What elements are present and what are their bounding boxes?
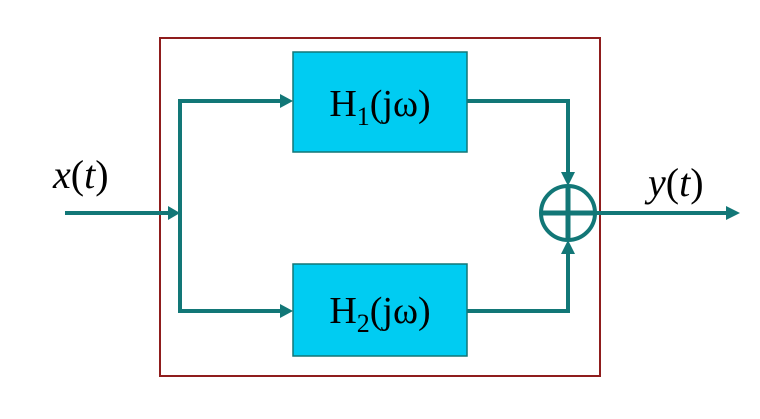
- input-arg: t: [84, 152, 96, 197]
- output-var: y: [644, 160, 666, 205]
- block-h2-arg: (jω): [370, 290, 431, 332]
- block-h1-name: H: [329, 83, 356, 125]
- block-h1: H1(jω): [292, 51, 468, 153]
- arrowhead-h1-in: [280, 94, 293, 108]
- arrowhead-summer-bottom: [561, 240, 575, 254]
- block-h1-arg: (jω): [370, 83, 431, 125]
- input-open-paren: (: [71, 152, 84, 197]
- h2-output-wire: [467, 252, 570, 313]
- block-h2-name: H: [329, 290, 356, 332]
- block-h1-rect: [292, 51, 468, 153]
- output-arrowhead: [726, 206, 740, 220]
- output-close-paren: ): [690, 160, 703, 205]
- arrowhead-summer-top: [561, 172, 575, 186]
- block-h1-subscript: 1: [357, 102, 370, 131]
- output-arg: t: [679, 160, 691, 205]
- block-h2-label: H2(jω): [329, 290, 430, 338]
- h1-output-wire: [467, 99, 570, 174]
- output-open-paren: (: [666, 160, 679, 205]
- block-h1-label: H1(jω): [329, 83, 430, 131]
- block-h2-rect: [292, 263, 468, 357]
- input-signal-label: x(t): [52, 152, 109, 197]
- block-h2: H2(jω): [292, 263, 468, 357]
- summing-junction: [539, 184, 597, 242]
- system-enclosure: [159, 37, 601, 377]
- block-h2-subscript: 2: [357, 309, 370, 338]
- arrowhead-h2-in: [280, 304, 293, 318]
- input-var: x: [52, 152, 71, 197]
- input-arrowhead: [168, 206, 180, 220]
- input-close-paren: ): [95, 152, 108, 197]
- output-signal-label: y(t): [644, 160, 704, 205]
